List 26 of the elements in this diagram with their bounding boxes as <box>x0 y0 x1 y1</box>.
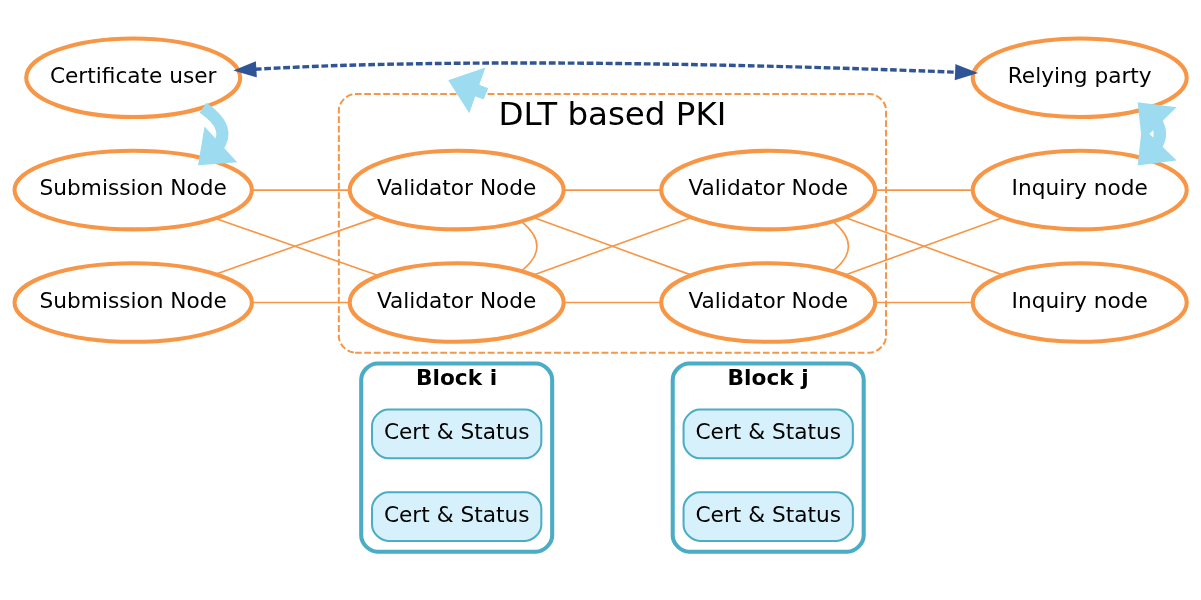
connector <box>844 216 1004 276</box>
connector <box>563 301 662 303</box>
arrow <box>1137 101 1177 166</box>
node-box: Cert & Status <box>371 408 543 459</box>
arrow <box>233 60 979 80</box>
node-ellipse: Submission Node <box>12 260 254 344</box>
node-ellipse: Certificate user <box>24 35 243 119</box>
node-box: Cert & Status <box>682 408 854 459</box>
connector <box>251 188 351 191</box>
node-ellipse: Inquiry node <box>970 260 1189 344</box>
node-box: Cert & Status <box>371 490 543 542</box>
node-ellipse: Submission Node <box>12 148 254 231</box>
connector <box>251 301 351 303</box>
node-ellipse: Validator Node <box>659 148 878 231</box>
node-ellipse: Validator Node <box>659 260 878 344</box>
node-ellipse: Inquiry node <box>970 148 1189 231</box>
node-ellipse: Validator Node <box>347 260 566 344</box>
node-ellipse: Relying party <box>970 35 1189 119</box>
connector <box>563 188 662 191</box>
connector <box>832 220 850 272</box>
connector <box>874 188 974 191</box>
node-box: Cert & Status <box>682 490 854 542</box>
node-ellipse: Validator Node <box>347 148 566 231</box>
connector <box>532 216 693 276</box>
connector <box>874 301 974 303</box>
connector <box>520 220 538 272</box>
